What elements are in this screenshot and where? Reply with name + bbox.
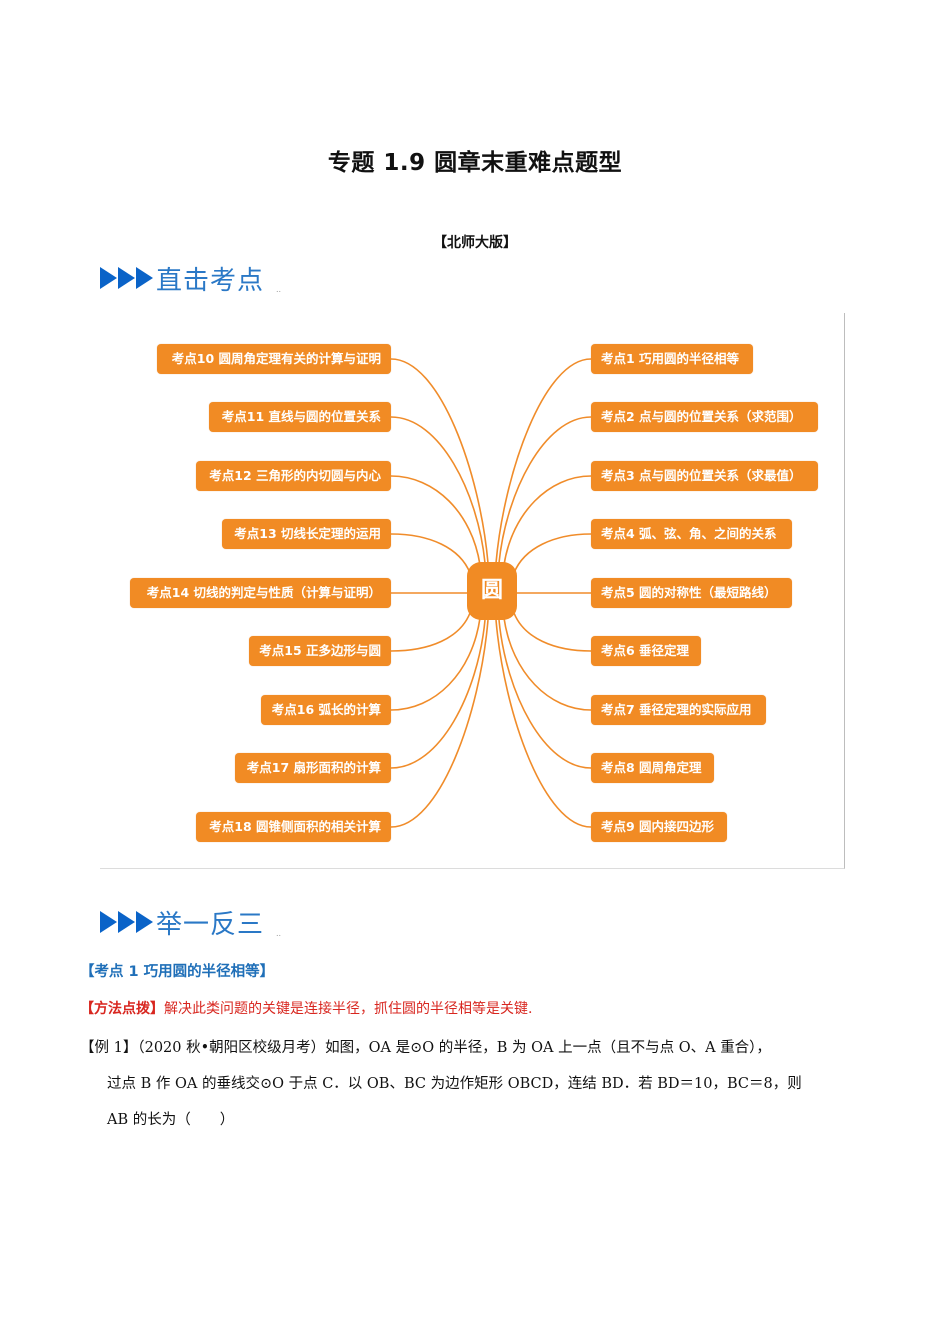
section-dots: ..	[276, 928, 282, 938]
mindmap-node-kaodian3: 考点3 点与圆的位置关系（求最值）	[591, 461, 818, 491]
method-text: 解决此类问题的关键是连接半径，抓住圆的半径相等是关键.	[164, 1001, 533, 1017]
mindmap-diagram: 圆 考点10 圆周角定理有关的计算与证明 考点11 直线与圆的位置关系 考点12…	[100, 313, 845, 869]
mindmap-node-kaodian4: 考点4 弧、弦、角、之间的关系	[591, 519, 792, 549]
mindmap-node-kaodian7: 考点7 垂径定理的实际应用	[591, 695, 766, 725]
example-tag: 【例 1】	[80, 1040, 138, 1056]
kaodian-heading: 【考点 1 巧用圆的半径相等】	[80, 964, 275, 980]
example-line-2: 过点 B 作 OA 的垂线交⊙O 于点 C．以 OB、BC 为边作矩形 OBCD…	[107, 1076, 802, 1092]
triple-arrow-icon	[100, 267, 153, 289]
mindmap-node-kaodian18: 考点18 圆锥侧面积的相关计算	[196, 812, 391, 842]
mindmap-node-kaodian12: 考点12 三角形的内切圆与内心	[196, 461, 391, 491]
example-source: （2020 秋•朝阳区校级月考）	[137, 1040, 326, 1056]
mindmap-node-kaodian9: 考点9 圆内接四边形	[591, 812, 727, 842]
edition-label: 【北师大版】	[433, 235, 517, 251]
section-header-practice: 举一反三 ..	[100, 904, 281, 940]
section-dots: ..	[276, 284, 282, 294]
mindmap-node-kaodian5: 考点5 圆的对称性（最短路线）	[591, 578, 792, 608]
mindmap-node-kaodian1: 考点1 巧用圆的半径相等	[591, 344, 753, 374]
triple-arrow-icon	[100, 911, 153, 933]
section-header-direct: 直击考点 ..	[100, 260, 281, 296]
mindmap-node-kaodian14: 考点14 切线的判定与性质（计算与证明）	[130, 578, 391, 608]
mindmap-center-node: 圆	[467, 562, 517, 620]
method-tag: 【方法点拨】	[80, 1001, 164, 1017]
method-tip: 【方法点拨】解决此类问题的关键是连接半径，抓住圆的半径相等是关键.	[80, 998, 532, 1018]
mindmap-node-kaodian13: 考点13 切线长定理的运用	[222, 519, 391, 549]
mindmap-node-kaodian10: 考点10 圆周角定理有关的计算与证明	[157, 344, 391, 374]
mindmap-node-kaodian15: 考点15 正多边形与圆	[249, 636, 391, 666]
section-label: 直击考点	[156, 265, 265, 296]
mindmap-node-kaodian6: 考点6 垂径定理	[591, 636, 701, 666]
mindmap-node-kaodian17: 考点17 扇形面积的计算	[235, 753, 391, 783]
mindmap-node-kaodian16: 考点16 弧长的计算	[261, 695, 391, 725]
document-title: 专题 1.9 圆章末重难点题型	[327, 150, 623, 176]
example-text-1: 如图，OA 是⊙O 的半径，B 为 OA 上一点（且不与点 O、A 重合），	[325, 1040, 771, 1056]
example-line-1: 【例 1】（2020 秋•朝阳区校级月考）如图，OA 是⊙O 的半径，B 为 O…	[80, 1030, 880, 1066]
mindmap-node-kaodian11: 考点11 直线与圆的位置关系	[209, 402, 391, 432]
mindmap-node-kaodian2: 考点2 点与圆的位置关系（求范围）	[591, 402, 818, 432]
mindmap-connectors	[390, 358, 592, 828]
section-label: 举一反三	[156, 909, 265, 940]
mindmap-node-kaodian8: 考点8 圆周角定理	[591, 753, 714, 783]
example-problem: 【例 1】（2020 秋•朝阳区校级月考）如图，OA 是⊙O 的半径，B 为 O…	[80, 1030, 880, 1138]
example-line-3: AB 的长为（ ）	[107, 1112, 235, 1128]
